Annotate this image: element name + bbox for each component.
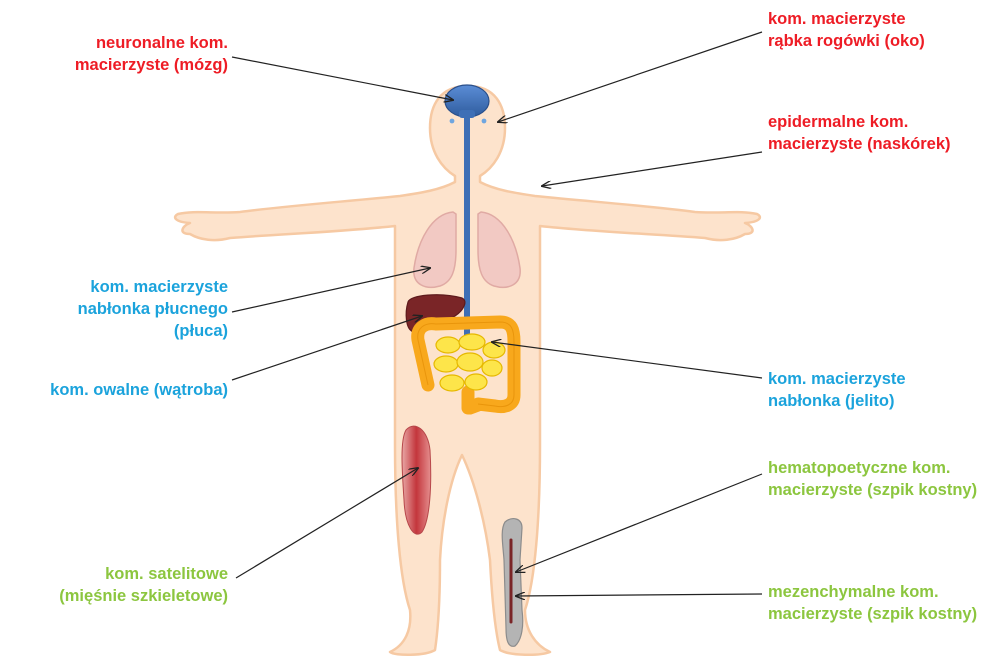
label-line: kom. macierzyste <box>768 368 906 390</box>
pointer-mesenchymal <box>516 594 762 596</box>
label-limbal-stem-cells: kom. macierzyste rąbka rogówki (oko) <box>768 8 925 52</box>
label-line: nabłonka płucnego <box>78 298 228 320</box>
muscle-icon <box>402 426 431 534</box>
label-neural-stem-cells: neuronalne kom. macierzyste (mózg) <box>75 32 228 76</box>
label-line: mezenchymalne kom. <box>768 581 977 603</box>
pointer-satellite <box>236 468 418 578</box>
label-line: macierzyste (naskórek) <box>768 133 951 155</box>
label-line: macierzyste (szpik kostny) <box>768 603 977 625</box>
label-line: (płuca) <box>78 320 228 342</box>
label-line: macierzyste (szpik kostny) <box>768 479 977 501</box>
pointer-hematopoietic <box>516 474 762 572</box>
label-line: rąbka rogówki (oko) <box>768 30 925 52</box>
label-line: kom. macierzyste <box>768 8 925 30</box>
label-line: kom. macierzyste <box>78 276 228 298</box>
label-line: epidermalne kom. <box>768 111 951 133</box>
label-epidermal-stem-cells: epidermalne kom. macierzyste (naskórek) <box>768 111 951 155</box>
label-line: hematopoetyczne kom. <box>768 457 977 479</box>
pointer-liver <box>232 316 422 380</box>
brain-icon <box>445 85 489 118</box>
label-line: (mięśnie szkieletowe) <box>59 585 228 607</box>
spinal-cord-icon <box>464 105 470 350</box>
label-intestinal-epithelial-stem-cells: kom. macierzyste nabłonka (jelito) <box>768 368 906 412</box>
label-satellite-cells: kom. satelitowe (mięśnie szkieletowe) <box>59 563 228 607</box>
label-line: kom. satelitowe <box>59 563 228 585</box>
label-mesenchymal-stem-cells: mezenchymalne kom. macierzyste (szpik ko… <box>768 581 977 625</box>
label-line: nabłonka (jelito) <box>768 390 906 412</box>
pointer-limbal <box>498 32 762 122</box>
pointer-epidermal <box>542 152 762 186</box>
label-line: neuronalne kom. <box>75 32 228 54</box>
label-line: macierzyste (mózg) <box>75 54 228 76</box>
label-line: kom. owalne (wątroba) <box>50 379 228 401</box>
label-oval-cells-liver: kom. owalne (wątroba) <box>50 379 228 401</box>
label-lung-epithelial-stem-cells: kom. macierzyste nabłonka płucnego (płuc… <box>78 276 228 342</box>
label-hematopoietic-stem-cells: hematopoetyczne kom. macierzyste (szpik … <box>768 457 977 501</box>
pointer-neural <box>232 57 453 100</box>
